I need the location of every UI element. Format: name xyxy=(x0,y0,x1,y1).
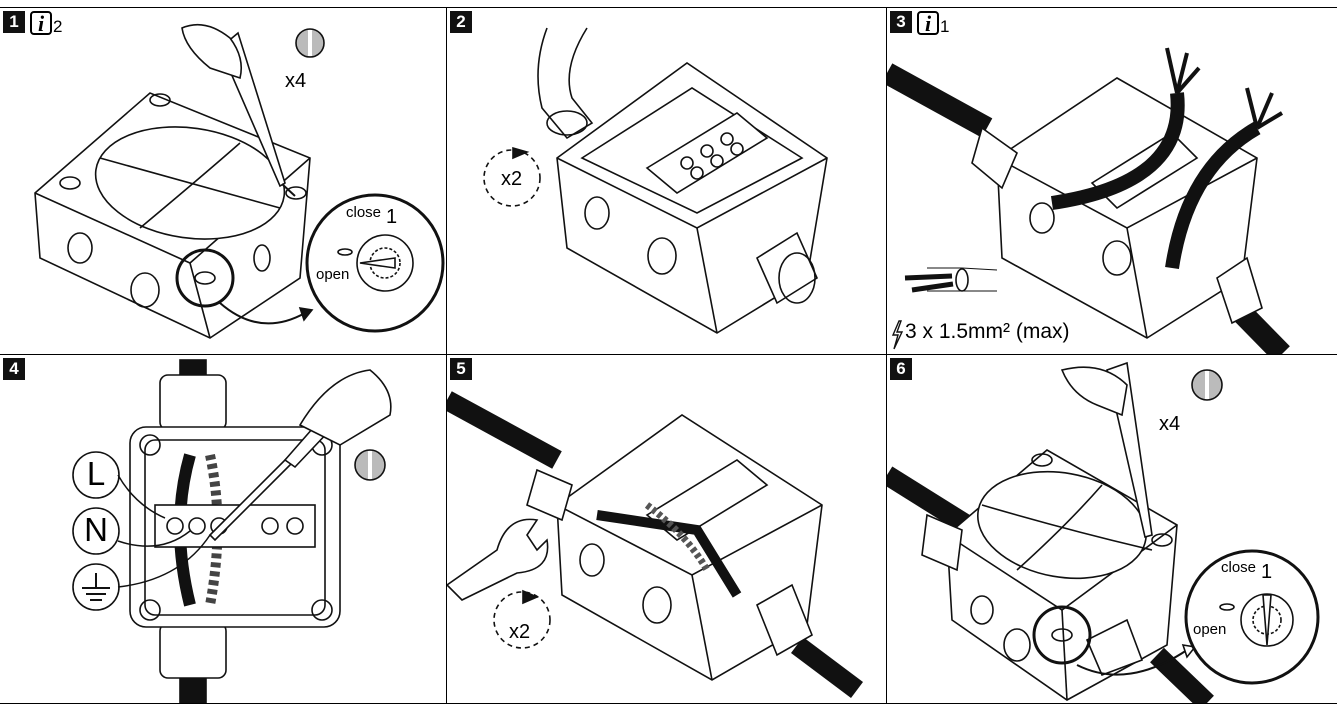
closed-box-drawing xyxy=(887,361,1320,703)
wire-spec-label: 3 x 1.5mm² (max) xyxy=(905,320,1070,343)
step-number: 4 xyxy=(3,358,25,380)
count-label: x2 xyxy=(501,168,523,190)
step-2-panel: 2 x2 xyxy=(447,8,886,354)
step-5-panel: 5 x2 xyxy=(447,355,886,703)
earth-ground-icon xyxy=(82,573,110,601)
middle-border xyxy=(0,354,1337,355)
info-reference: i 2 xyxy=(30,11,62,35)
junction-box-drawing xyxy=(34,23,445,339)
info-reference: i 1 xyxy=(917,11,949,35)
info-icon: i xyxy=(917,11,939,35)
wired-box-drawing xyxy=(887,47,1290,354)
gland-tightening-drawing xyxy=(447,391,863,698)
divider-2 xyxy=(886,7,887,704)
step-number: 6 xyxy=(890,358,912,380)
open-label: open xyxy=(316,266,350,283)
step-number: 3 xyxy=(890,11,912,33)
top-view-box-drawing xyxy=(72,359,392,703)
terminal-label-l: L xyxy=(86,455,106,492)
top-border xyxy=(0,7,1337,8)
info-ref-number: 1 xyxy=(940,17,950,36)
step-number: 2 xyxy=(450,11,472,33)
count-label: x2 xyxy=(509,621,531,643)
lightning-icon xyxy=(891,320,904,350)
step-6-panel: 6 x4 close 1 open xyxy=(887,355,1337,703)
count-label: x4 xyxy=(285,70,307,92)
info-icon: i xyxy=(30,11,52,35)
close-number: 1 xyxy=(1261,561,1273,583)
count-label: x4 xyxy=(1159,413,1181,435)
bottom-border xyxy=(0,703,1337,704)
open-label: open xyxy=(1193,621,1227,638)
close-number: 1 xyxy=(386,206,398,228)
step-1-panel: 1 i 2 xyxy=(0,8,446,354)
terminal-label-n: N xyxy=(84,511,108,548)
step-4-panel: 4 xyxy=(0,355,446,703)
step-3-panel: 3 i 1 3 x 1.5mm² xyxy=(887,8,1337,354)
step-number: 5 xyxy=(450,358,472,380)
divider-1 xyxy=(446,7,447,704)
info-ref-number: 2 xyxy=(53,17,63,36)
step-number: 1 xyxy=(3,11,25,33)
close-label: close xyxy=(1221,559,1257,576)
open-box-drawing xyxy=(483,27,828,334)
close-label: close xyxy=(346,204,382,221)
